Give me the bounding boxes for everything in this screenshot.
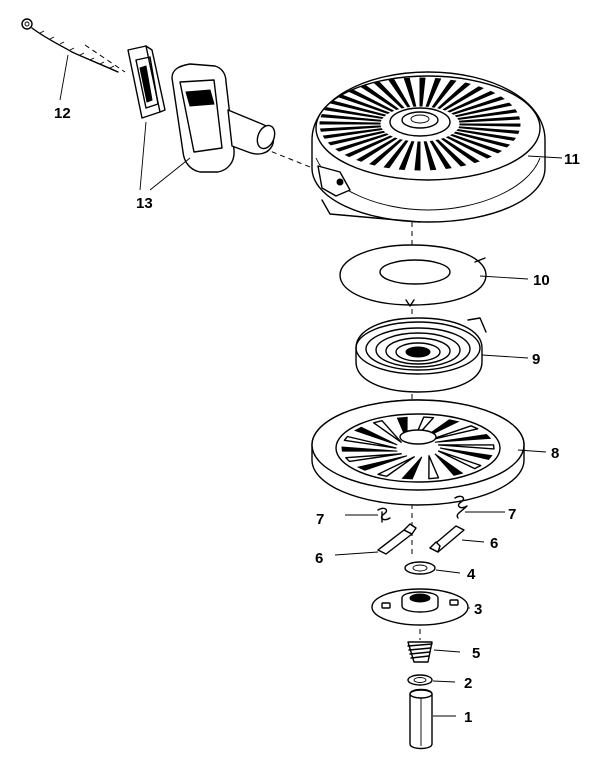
housing-vent-slot: [398, 141, 415, 170]
housing-vent-slot: [435, 139, 467, 167]
callout-6-left: 6: [315, 550, 323, 567]
housing-vent-slot: [373, 81, 405, 109]
housing-vent-slot: [459, 123, 521, 127]
callout-6-right: 6: [490, 535, 498, 552]
part-1-pin: [409, 688, 456, 750]
part-7-spring-right: [454, 495, 505, 519]
callout-4: 4: [467, 566, 476, 583]
callout-8: 8: [551, 445, 559, 462]
pulley-fin: [372, 419, 402, 443]
part-2-ring: [407, 674, 456, 686]
housing-vent-slot: [454, 102, 513, 118]
housing-vent-slot: [344, 135, 393, 158]
housing-vents: [319, 77, 521, 171]
housing-vent-slot: [323, 107, 384, 119]
pulley-fin: [353, 426, 398, 446]
pulley-fin: [345, 453, 402, 463]
housing-vent-slot: [337, 94, 391, 114]
housing-vent-slot: [449, 134, 503, 154]
callout-labels: 12 13 11 10 9 8 7 7 6 6 4 3 5 2 1: [54, 105, 580, 726]
housing-vent-slot: [447, 90, 496, 113]
part-6-pawl-right: [429, 525, 485, 553]
callout-2: 2: [464, 675, 472, 692]
housing-vent-slot: [388, 79, 411, 108]
housing-vent-slot: [414, 141, 421, 171]
pulley-fin: [428, 425, 479, 441]
pulley-fin: [377, 456, 415, 477]
housing-vent-slot: [322, 128, 383, 139]
housing-vent-slot: [383, 140, 409, 169]
housing-vent-slot: [456, 129, 517, 141]
callout-12: 12: [54, 105, 71, 122]
housing-vent-slot: [348, 89, 395, 112]
callout-11: 11: [564, 151, 580, 168]
housing-vent-slot: [423, 141, 437, 171]
housing-vent-slot: [369, 139, 403, 166]
part-12-starter-rope: [21, 18, 119, 73]
housing-vent-slot: [335, 133, 389, 152]
housing-vent-slot: [425, 78, 442, 107]
pulley-fin: [343, 435, 397, 449]
housing-vent-slot: [429, 140, 452, 169]
part-10-washer-plate: [339, 244, 487, 307]
part-6-pawl-left: [334, 523, 417, 556]
pulley-fin: [434, 434, 492, 443]
housing-vent-slot: [329, 100, 387, 117]
pulley-fin: [434, 453, 464, 476]
callout-13: 13: [136, 195, 153, 212]
housing-vent-slot: [360, 84, 400, 110]
part-11-starter-housing: [311, 71, 546, 223]
housing-vent-slot: [403, 77, 417, 107]
housing-vent-slot: [458, 116, 521, 123]
callout-10: 10: [533, 272, 550, 289]
pulley-fin: [428, 455, 440, 480]
housing-vent-slot: [453, 131, 511, 148]
housing-vent-slot: [445, 136, 492, 159]
pulley-fin: [437, 444, 495, 450]
part-4-washer: [404, 561, 461, 575]
housing-vent-slot: [319, 121, 381, 125]
callout-7-left: 7: [316, 511, 324, 528]
housing-vent-slot: [442, 86, 484, 111]
leader-lines: [59, 54, 563, 453]
callout-7-right: 7: [508, 506, 516, 523]
callout-5: 5: [472, 645, 480, 662]
part-3-retainer: [371, 588, 470, 626]
part-9-recoil-spring: [355, 317, 487, 393]
callout-3: 3: [474, 601, 482, 618]
housing-vent-slot: [319, 125, 382, 132]
housing-vent-slot: [327, 130, 386, 146]
pulley-fin: [401, 456, 423, 480]
part-5-spring: [407, 641, 461, 663]
pulley-fin: [356, 455, 408, 471]
housing-vent-slot: [419, 77, 426, 107]
housing-vent-slot: [451, 96, 505, 115]
pulley-fin: [439, 447, 493, 461]
housing-vent-slot: [320, 114, 382, 122]
part-13-handle-insert: [127, 45, 166, 119]
callout-1: 1: [464, 709, 472, 726]
part-13-handle: [171, 63, 276, 173]
housing-vent-slot: [440, 138, 480, 164]
pulley-fin: [341, 446, 398, 452]
housing-vent-slot: [437, 82, 471, 109]
part-7-spring-left: [345, 507, 391, 523]
housing-vent-slot: [457, 109, 518, 120]
callout-9: 9: [532, 351, 540, 368]
housing-vent-slot: [458, 126, 520, 134]
housing-vent-slot: [356, 137, 398, 162]
housing-vent-slot: [431, 79, 457, 108]
part-8-pulley: [311, 399, 525, 506]
pulley-fin: [437, 450, 482, 470]
